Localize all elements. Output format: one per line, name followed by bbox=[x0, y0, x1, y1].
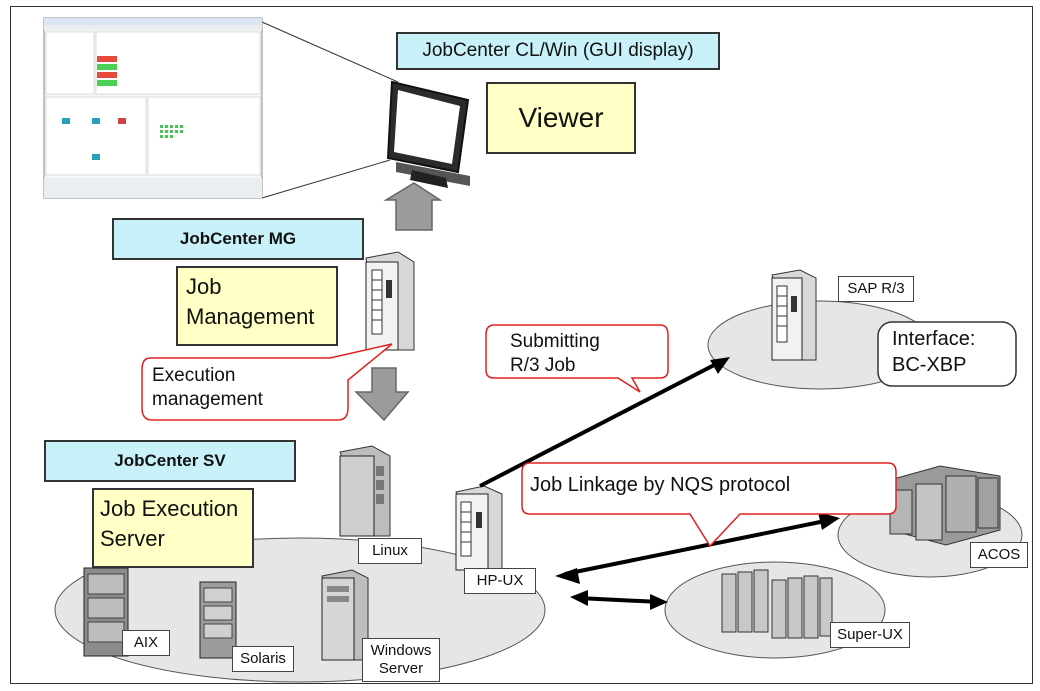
job-execution-server-box: Job Execution Server bbox=[92, 488, 254, 568]
sap-r3-label: SAP R/3 bbox=[838, 276, 914, 302]
gui-display-label: JobCenter CL/Win (GUI display) bbox=[396, 32, 720, 70]
mg-server-icon bbox=[365, 251, 415, 351]
down-arrow bbox=[354, 367, 410, 422]
jobcenter-sv-label: JobCenter SV bbox=[44, 440, 296, 482]
interface-box bbox=[877, 321, 1017, 387]
up-arrow bbox=[383, 182, 443, 231]
windows-server-icon bbox=[321, 569, 369, 661]
arrow-from-superux bbox=[570, 590, 588, 606]
linux-server-icon bbox=[339, 445, 391, 537]
arrow-to-hpux bbox=[555, 568, 580, 584]
superux-supercomputer-icon bbox=[721, 569, 833, 639]
monitor-icon bbox=[386, 80, 470, 188]
hpux-server-icon bbox=[455, 485, 503, 571]
sap-server-icon bbox=[771, 269, 817, 361]
acos-mainframe-icon bbox=[889, 465, 1001, 546]
submitting-r3-text: Submitting R/3 Job bbox=[510, 331, 600, 376]
arrow-to-superux bbox=[650, 594, 668, 610]
execution-management-text: Execution management bbox=[152, 365, 263, 410]
viewer-box: Viewer bbox=[486, 82, 636, 154]
interface-text: Interface: BC-XBP bbox=[892, 328, 976, 376]
aix-label: AIX bbox=[122, 630, 170, 656]
gui-screenshot-thumbnail bbox=[43, 17, 263, 199]
solaris-server-icon bbox=[199, 581, 237, 659]
jobcenter-mg-label: JobCenter MG bbox=[112, 218, 364, 260]
arrow-to-acos bbox=[818, 512, 840, 530]
callout-nqs bbox=[521, 462, 897, 548]
nqs-text: Job Linkage by NQS protocol bbox=[530, 474, 791, 496]
solaris-label: Solaris bbox=[232, 646, 294, 672]
zoom-line-top bbox=[261, 21, 399, 83]
aix-server-icon bbox=[83, 567, 129, 657]
arrow-to-sap bbox=[710, 357, 730, 374]
callout-execution-management bbox=[141, 343, 393, 421]
zoom-line-bottom bbox=[261, 159, 391, 199]
callout-submitting bbox=[485, 324, 669, 393]
hpux-label: HP-UX bbox=[464, 568, 536, 594]
linux-label: Linux bbox=[358, 538, 422, 564]
superux-label: Super-UX bbox=[830, 622, 910, 648]
windows-server-label: Windows Server bbox=[362, 638, 440, 682]
acos-label: ACOS bbox=[970, 542, 1028, 568]
job-management-box: Job Management bbox=[176, 266, 338, 346]
